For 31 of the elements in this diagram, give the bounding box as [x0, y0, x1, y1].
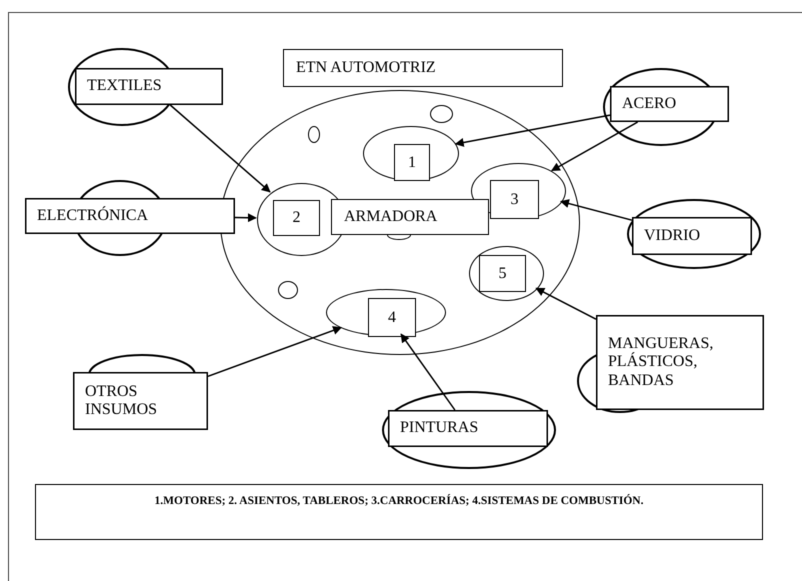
- item-number: 1: [394, 144, 430, 181]
- box-label: ELECTRÓNICA: [37, 206, 148, 226]
- box-label: ETN AUTOMOTRIZ: [296, 58, 436, 78]
- arrow: [170, 104, 271, 193]
- item-number: 2: [273, 200, 320, 236]
- label-box: [331, 199, 489, 235]
- box-label: VIDRIO: [644, 226, 700, 246]
- box-label: ARMADORA: [344, 208, 438, 226]
- item-number: 5: [479, 255, 526, 292]
- small-oval: [278, 281, 298, 299]
- box-label: OTROS INSUMOS: [85, 382, 158, 420]
- arrow: [234, 213, 257, 222]
- arrow: [550, 121, 638, 172]
- item-number: 4: [368, 298, 416, 337]
- arrow: [454, 114, 610, 147]
- note-box: [35, 484, 763, 540]
- note-text: 1.MOTORES; 2. ASIENTOS, TABLEROS; 3.CARROCERÍAS; 4.SISTEMAS DE COMBUSTIÓN.: [154, 495, 644, 507]
- box-label: MANGUERAS, PLÁSTICOS, BANDAS: [608, 334, 714, 390]
- box-label: PINTURAS: [400, 419, 478, 438]
- small-oval: [308, 126, 320, 143]
- arrow: [400, 333, 456, 410]
- label-box: [283, 49, 563, 87]
- numbered-oval: [471, 163, 566, 219]
- plant-ellipse: [220, 90, 580, 355]
- arrow: [560, 199, 632, 221]
- item-number: 3: [490, 180, 539, 219]
- arrow: [208, 326, 342, 377]
- small-oval: [430, 105, 453, 123]
- box-label: TEXTILES: [87, 77, 162, 96]
- arrow: [535, 288, 596, 320]
- box-label: ACERO: [622, 94, 676, 114]
